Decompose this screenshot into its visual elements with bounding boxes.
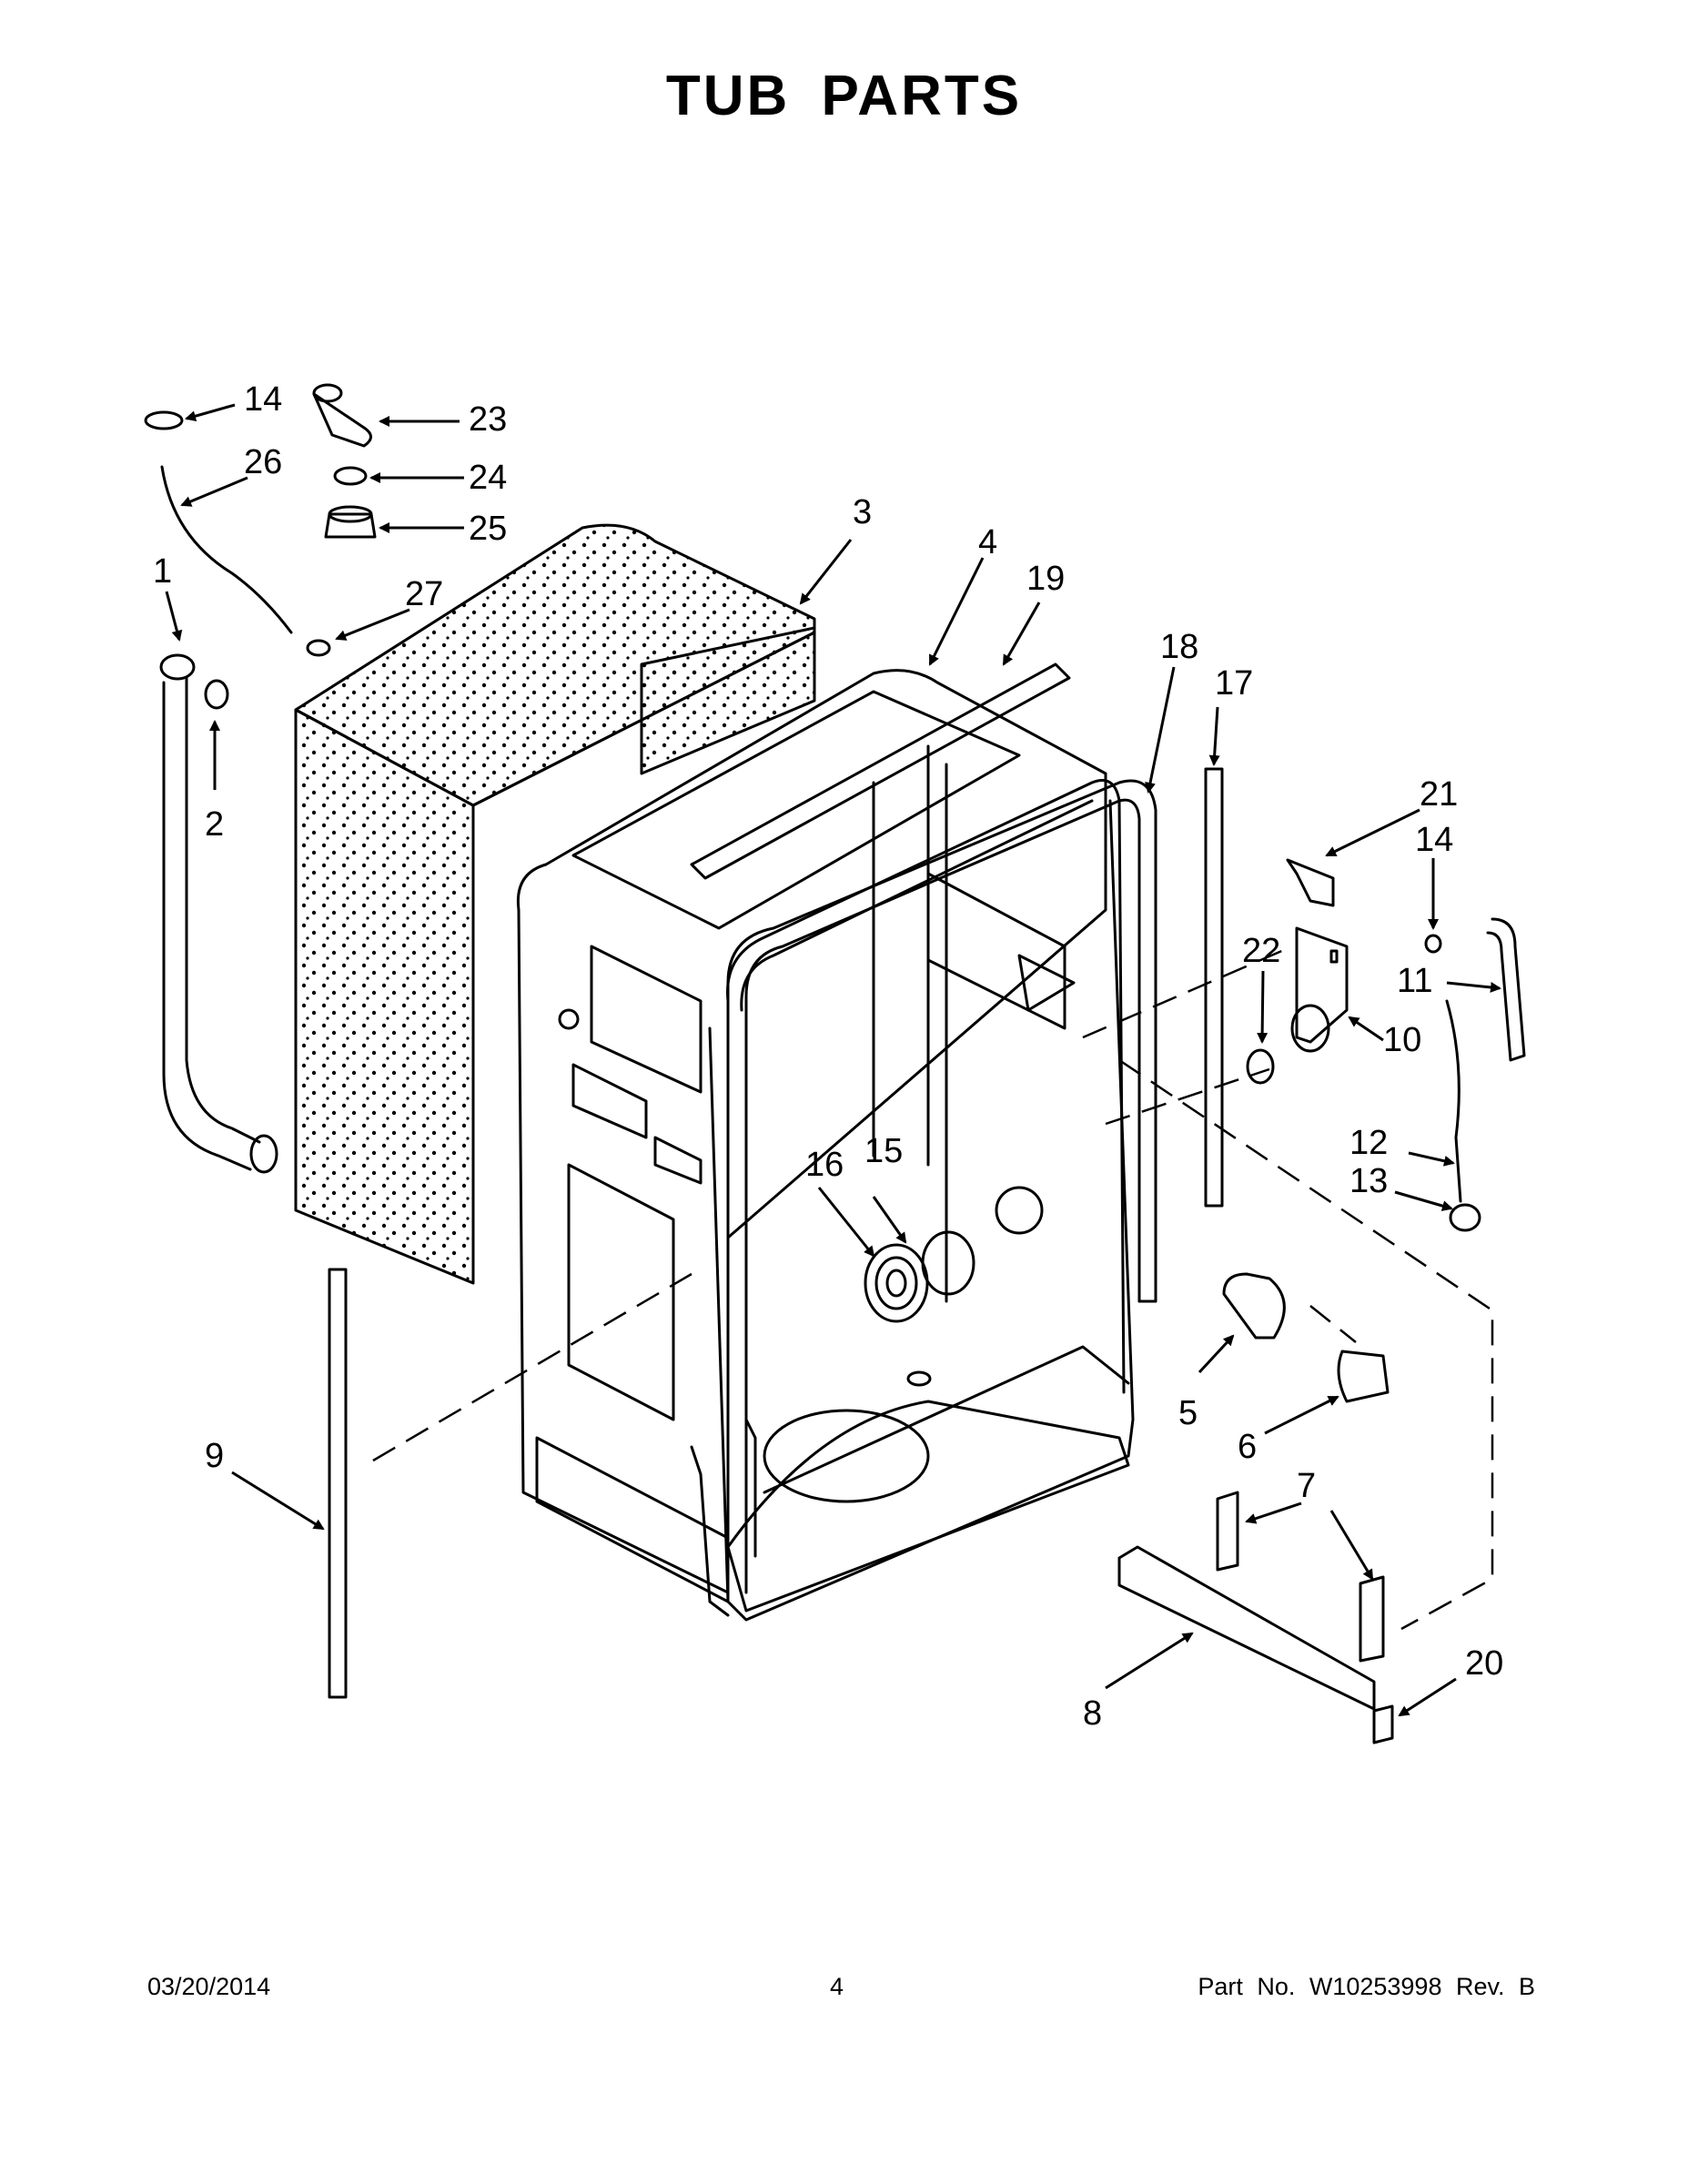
callout-11: 11 [1397,962,1432,1000]
clamp-part [144,410,184,430]
callout-17: 17 [1215,664,1253,703]
callout-20: 20 [1465,1644,1503,1683]
footer-part-number: Part No. W10253998 Rev. B [1198,1973,1535,2000]
sensor-part [1449,1203,1481,1232]
callout-2: 2 [205,805,224,844]
leveling-bracket-right [1359,1575,1385,1663]
callout-15: 15 [864,1132,903,1170]
side-strip-part [1204,767,1224,1208]
footer-date: 03/20/2014 [147,1973,271,2000]
seal-ring-part [333,466,368,486]
callout-3: 3 [853,493,872,531]
drain-hose-part [159,653,278,1174]
insulation-blanket-part [294,523,816,1285]
callout-22: 22 [1242,932,1280,970]
callout-1: 1 [153,552,172,591]
callout-23: 23 [469,400,507,439]
small-clamp-part [306,639,331,657]
callout-5: 5 [1178,1394,1198,1432]
callout-8: 8 [1083,1694,1102,1733]
callout-14-top: 14 [244,380,282,419]
page-title: TUB PARTS [665,65,1023,127]
callout-16: 16 [805,1146,844,1184]
callout-6: 6 [1238,1428,1257,1466]
door-gasket-part [726,779,1157,1594]
callout-19: 19 [1026,560,1065,598]
wire-part [1445,999,1462,1203]
callout-14-right: 14 [1415,821,1453,859]
top-gasket-part [690,662,1071,880]
callout-leaders [165,403,1501,1717]
port-part [995,1186,1044,1235]
assembly-guide-lines [372,945,1494,1631]
footer-page-number: 4 [830,1973,844,2000]
leveling-bracket-left [1216,1491,1239,1572]
ring-seal-part [921,1230,975,1296]
vent-assembly-part [1246,858,1349,1085]
callout-4: 4 [978,523,997,561]
callout-21: 21 [1420,775,1458,814]
hose-part [1486,917,1526,1062]
fill-funnel-part [312,383,377,539]
clip-part [1372,1704,1394,1744]
callout-18: 18 [1160,628,1198,666]
nut-part [324,512,377,539]
callout-13: 13 [1349,1162,1388,1200]
clamp-right-part [1424,934,1442,954]
callout-27: 27 [405,575,443,613]
callout-9: 9 [205,1437,224,1475]
callout-26: 26 [244,443,282,481]
callout-12: 12 [1349,1124,1388,1162]
bracket-part [1222,1272,1286,1340]
side-strip-left-part [328,1268,348,1699]
vent-tube-part [160,465,293,634]
nut-part-6 [1337,1350,1390,1403]
callout-7: 7 [1297,1467,1316,1505]
callout-25: 25 [469,510,507,548]
callout-labels: 14 23 24 25 26 27 1 2 3 4 19 18 17 21 14… [153,380,1503,1733]
callout-24: 24 [469,459,507,497]
ring-part [204,679,229,710]
filter-part [864,1243,929,1323]
callout-10: 10 [1383,1021,1421,1059]
tub-body-part [516,669,1135,1622]
rail-part [1117,1545,1376,1711]
